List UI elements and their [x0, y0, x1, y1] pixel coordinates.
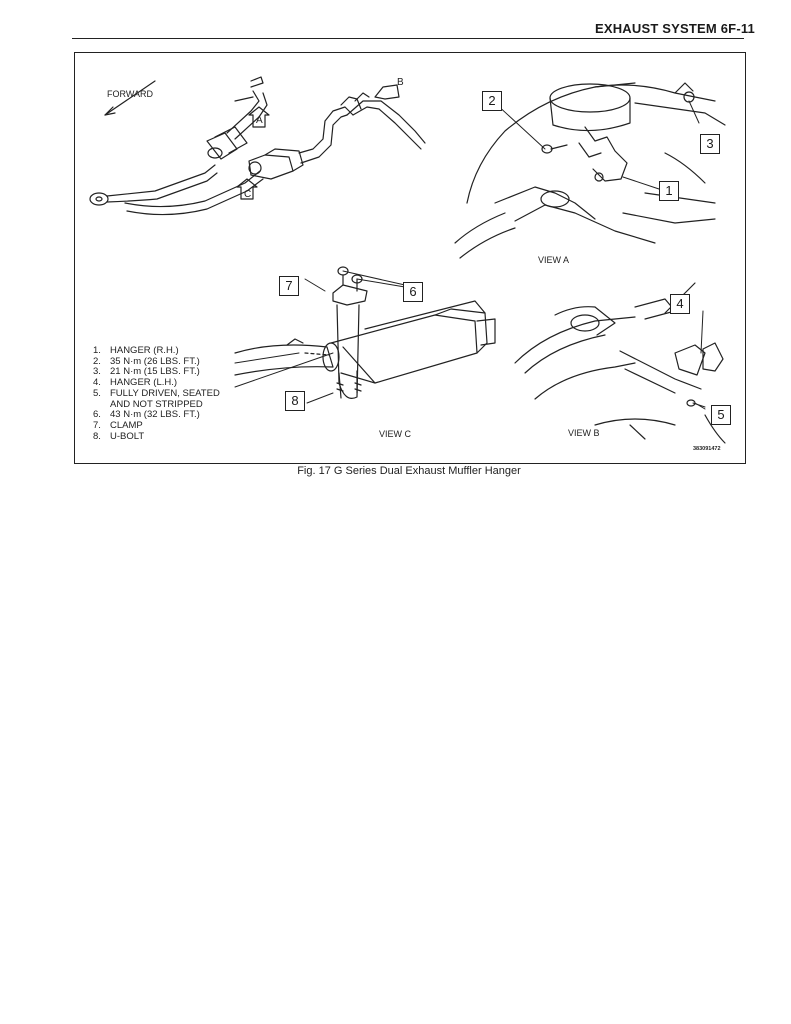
callout-1: 1 [659, 181, 679, 201]
legend-item: 6.43 N·m (32 LBS. FT.) [93, 409, 200, 421]
exhaust-illustration [89, 76, 726, 444]
callout-7: 7 [279, 276, 299, 296]
view-a-title: VIEW A [538, 255, 570, 265]
callout-3: 3 [700, 134, 720, 154]
callout-4: 4 [670, 294, 690, 314]
callout-5: 5 [711, 405, 731, 425]
leader-lines [234, 100, 706, 408]
callout-2: 2 [482, 91, 502, 111]
legend-item: 2.35 N·m (26 LBS. FT.) [93, 355, 200, 367]
view-a-drawing [454, 82, 726, 259]
figure-frame: FORWARD A B C VIEW A VIEW C VIEW B 38309… [74, 52, 746, 464]
view-c-drawing [234, 266, 496, 399]
forward-label: FORWARD [107, 89, 153, 99]
view-marker-a: A [256, 115, 263, 126]
view-b-title: VIEW B [568, 428, 600, 438]
view-b-drawing [514, 282, 726, 444]
legend-item: 5.FULLY DRIVEN, SEATED [93, 387, 220, 399]
legend-item: 3.21 N·m (15 LBS. FT.) [93, 366, 200, 378]
legend-item: 7.CLAMP [93, 419, 143, 431]
figure-caption: Fig. 17 G Series Dual Exhaust Muffler Ha… [297, 465, 521, 477]
view-marker-c: C [244, 189, 252, 200]
part-code: 383091472 [693, 446, 721, 452]
legend-item: 1.HANGER (R.H.) [93, 345, 179, 356]
legend-item: 8.U-BOLT [93, 430, 145, 442]
page-header: EXHAUST SYSTEM 6F-11 [594, 21, 755, 36]
legend-item: 4.HANGER (L.H.) [93, 377, 178, 389]
callout-6: 6 [403, 282, 423, 302]
legend-item: AND NOT STRIPPED [110, 398, 203, 410]
view-c-title: VIEW C [379, 429, 412, 439]
overview-exhaust-drawing [89, 76, 426, 216]
header-rule [72, 38, 744, 39]
view-marker-b: B [397, 77, 404, 88]
callout-8: 8 [285, 391, 305, 411]
legend: 1.HANGER (R.H.) 2.35 N·m (26 LBS. FT.) 3… [93, 345, 220, 442]
